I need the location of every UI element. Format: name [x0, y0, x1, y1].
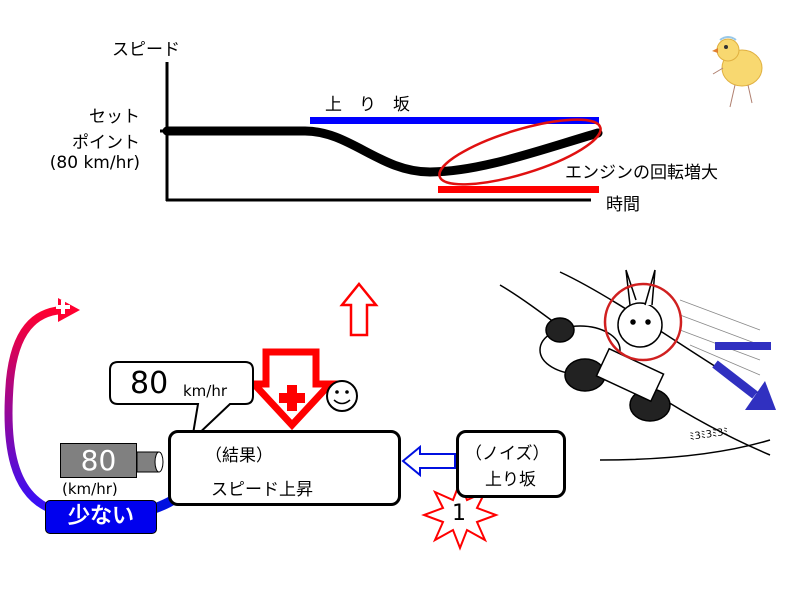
setpoint-value: (80 km/hr): [49, 153, 140, 173]
speed-curve: [162, 126, 603, 177]
noise-starburst: [421, 479, 499, 551]
noise-text: 上り坂: [485, 470, 536, 490]
setpoint-label-2: ポイント: [72, 133, 140, 153]
engine-bar: [438, 186, 599, 193]
chick-illustration: [712, 36, 763, 108]
smiley-icon: [326, 380, 358, 412]
result-heading: （結果）: [205, 446, 273, 466]
slope-bar: [310, 117, 599, 124]
minus-sign: [715, 342, 771, 350]
bubble-unit: km/hr: [183, 382, 228, 400]
noise-box: （ノイズ） 上り坂: [456, 430, 566, 498]
plus-icon-bar: [279, 393, 305, 403]
downhill-arrowhead: [745, 381, 776, 410]
x-axis-label: 時間: [606, 195, 640, 215]
slope-label: 上 り 坂: [325, 95, 410, 115]
bubble-value: 80: [130, 366, 169, 401]
noise-number: 1: [452, 501, 466, 526]
increase-arrow-icon: [339, 282, 379, 337]
setpoint-label-1: セット: [89, 107, 140, 127]
result-box: （結果） スピード上昇: [168, 430, 401, 506]
y-axis-label: スピード: [112, 40, 180, 60]
downhill-arrow: [712, 360, 758, 399]
gauge-cylinder-end: [154, 451, 164, 473]
engine-highlight-ellipse: [438, 118, 602, 186]
speed-bubble: [109, 361, 254, 443]
feedback-plus-v: [61, 300, 65, 314]
gauge-unit: (km/hr): [62, 480, 118, 498]
feedback-arrow: [4, 306, 63, 516]
speed-gauge: 80: [60, 443, 137, 478]
error-label: 少ない: [45, 500, 157, 534]
noise-arrow: [401, 444, 456, 478]
result-text: スピード上昇: [211, 480, 313, 500]
svg-text:ﾐ3ﾐ3ﾐ3ﾐ: ﾐ3ﾐ3ﾐ3ﾐ: [689, 427, 729, 443]
rabbit-car-illustration: ﾐ3ﾐ3ﾐ3ﾐ: [499, 269, 771, 461]
noise-heading: （ノイズ）: [465, 444, 550, 464]
engine-label: エンジンの回転増大: [565, 163, 718, 183]
rabbit-highlight-circle: [603, 282, 683, 362]
